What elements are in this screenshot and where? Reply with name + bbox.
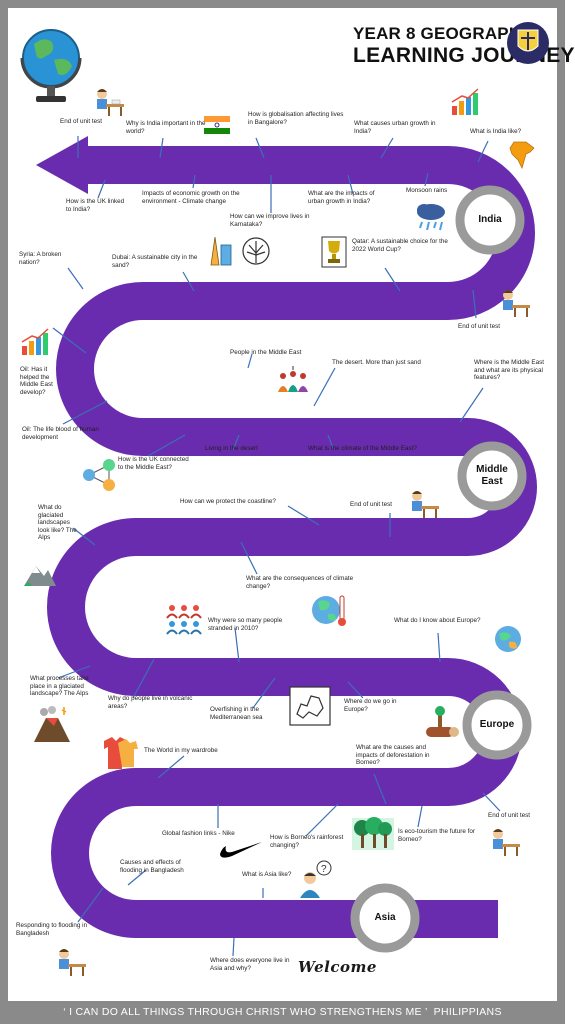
poster-canvas: India Middle East Europe Asia YEAR 8 GEO… [8,8,575,1001]
thinking-person-icon: ? [300,860,332,898]
india-map-icon [509,141,535,170]
label-oil-helped: Oil: Has it helped the Middle East devel… [20,366,53,396]
label-protect-coast: How can we protect the coastline? [180,498,276,505]
hub-india: India [478,214,502,225]
student-desk-icon [97,89,124,116]
label-qatar: Qatar: A sustainable choice for the 2022… [352,238,448,253]
globe-icon [20,29,82,102]
label-end-unit-europe: End of unit test [488,812,531,819]
volcano-icon [34,706,70,742]
label-where-asia: Where does everyone live in Asia and why… [210,957,290,972]
label-glaciated-look: What do glaciated landscapes look like? … [38,504,77,542]
label-urban-growth-impacts: What are the impacts of urban growth in … [308,190,375,205]
label-uk-linked-india: How is the UK linked to India? [66,198,125,213]
label-desert-sand: The desert. More than just sand [332,359,421,366]
label-climate-me: What is the climate of the Middle East? [308,445,417,452]
clothes-icon [104,737,138,769]
trophy-icon [321,236,347,268]
network-icon [83,459,115,491]
hub-asia: Asia [374,912,396,923]
palm-island-icon [242,237,270,265]
welcome-script: Welcome [298,958,377,976]
label-econ-growth: Impacts of economic growth on the enviro… [142,190,240,205]
footer-reference: PHILIPPIANS [433,1006,502,1018]
label-know-europe: What do I know about Europe? [394,617,481,624]
nike-swoosh-icon [220,842,262,858]
student-desk-icon [503,290,530,317]
label-where-me: Where is the Middle East and what are it… [474,359,544,382]
label-stranded-2010: Why were so many people stranded in 2010… [208,617,283,632]
rain-cloud-icon [417,204,445,231]
label-dubai: Dubai: A sustainable city in the sand? [112,254,198,269]
burj-icon [210,236,232,266]
label-urban-growth-cause: What causes urban growth in India? [354,120,436,135]
label-what-india-like: What is India like? [470,128,522,135]
footer-bar: ‘ I CAN DO ALL THINGS THROUGH CHRIST WHO… [0,1001,565,1024]
label-borneo-changing: How is Borneo's rainforest changing? [270,834,344,849]
label-flooding-bangladesh: Causes and effects of flooding in Bangla… [120,859,184,874]
label-fashion-links: Global fashion links - Nike [162,830,235,837]
label-ecotourism: Is eco-tourism the future for Borneo? [398,828,475,843]
page-title-line1: YEAR 8 GEOGRAPHY [353,24,533,43]
label-overfishing: Overfishing in the Mediterranean sea [210,706,263,721]
label-volcanic: Why do people live in volcanic areas? [108,695,193,710]
footer-motto: ‘ I CAN DO ALL THINGS THROUGH CHRIST WHO… [63,1006,428,1018]
people-group-icon [166,605,202,635]
svg-text:?: ? [321,864,327,875]
label-glacial-processes: What processes take place in a glaciated… [30,675,89,698]
bar-chart-icon [451,88,479,115]
label-asia-like: What is Asia like? [242,871,292,878]
hub-middle-east-line1: Middle [476,464,508,475]
people-group-icon [278,366,308,392]
student-desk-icon [59,949,86,976]
label-deforestation: What are the causes and impacts of defor… [356,744,430,767]
globe-icon [495,626,521,652]
label-syria: Syria: A broken nation? [19,251,62,266]
india-flag-icon [204,116,230,134]
label-oil-blood: Oil: The life blood of human development [22,426,99,441]
label-improve-karnataka: How can we improve lives in Karnataka? [230,213,310,228]
student-desk-icon [412,491,439,518]
rainforest-icon [352,817,394,850]
world-climate-icon [312,595,346,626]
label-responding-flooding: Responding to flooding in Bangladesh [16,922,88,937]
label-people-me: People in the Middle East [230,349,302,356]
label-climate-consequences: What are the consequences of climate cha… [246,575,354,590]
label-why-india: Why is India important in the world? [126,120,206,135]
log-icon [426,706,459,737]
label-uk-connected-me: How is the UK connected to the Middle Ea… [118,456,189,471]
label-globalisation: How is globalisation affecting lives in … [248,111,344,126]
school-crest-icon [507,22,549,64]
europe-map-icon [289,686,331,726]
label-wardrobe: The World in my wardrobe [144,747,218,754]
label-end-unit-india: End of unit test [458,323,501,330]
label-where-europe: Where do we go in Europe? [344,698,397,713]
hub-middle-east-line2: East [481,476,503,487]
label-monsoon: Monsoon rains [406,187,448,194]
label-end-unit-top: End of unit test [60,118,103,125]
mountain-icon [24,566,56,586]
label-living-desert: Living in the desert [205,445,258,452]
student-desk-icon [493,829,520,856]
hub-europe: Europe [479,719,515,730]
bar-chart-icon [21,328,49,355]
learning-path [36,136,537,957]
label-end-unit-me: End of unit test [350,501,393,508]
